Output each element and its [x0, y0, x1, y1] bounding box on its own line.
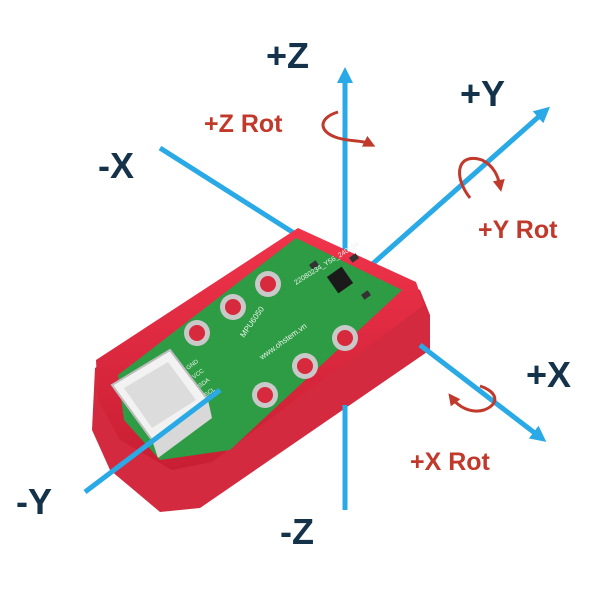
smd-component-1	[309, 260, 319, 270]
smd-component-2	[361, 290, 371, 300]
axis-label-pos-x: +X	[526, 354, 572, 395]
mounting-holes	[184, 271, 358, 408]
connector-opening	[124, 362, 196, 428]
x-rotation-arrow-icon	[448, 384, 497, 413]
grove-connector	[110, 348, 212, 458]
connector-side	[152, 400, 212, 458]
neg-y-axis-line	[83, 388, 222, 494]
smd-component-3	[349, 253, 359, 263]
axis-label-neg-x: -X	[98, 145, 134, 186]
axis-label-pos-z: +Z	[266, 35, 310, 76]
axis-label-neg-y: -Y	[16, 481, 52, 522]
sensor-module: MPU6050 www.ohstem.vn 22080234_Y56_24010…	[92, 228, 430, 512]
rotation-label-x: +X Rot	[410, 448, 490, 476]
rotation-label-y: +Y Rot	[478, 216, 558, 244]
imu-chip	[326, 266, 354, 294]
y-axis-line-back	[358, 106, 550, 277]
z-rotation-arrow-icon	[321, 110, 376, 147]
axis-label-neg-z: -Z	[280, 511, 314, 552]
y-rotation-arrow-icon	[458, 156, 505, 199]
pos-x-axis-line	[418, 343, 547, 442]
rotation-label-z: +Z Rot	[204, 110, 283, 138]
axis-label-pos-y: +Y	[460, 73, 506, 114]
